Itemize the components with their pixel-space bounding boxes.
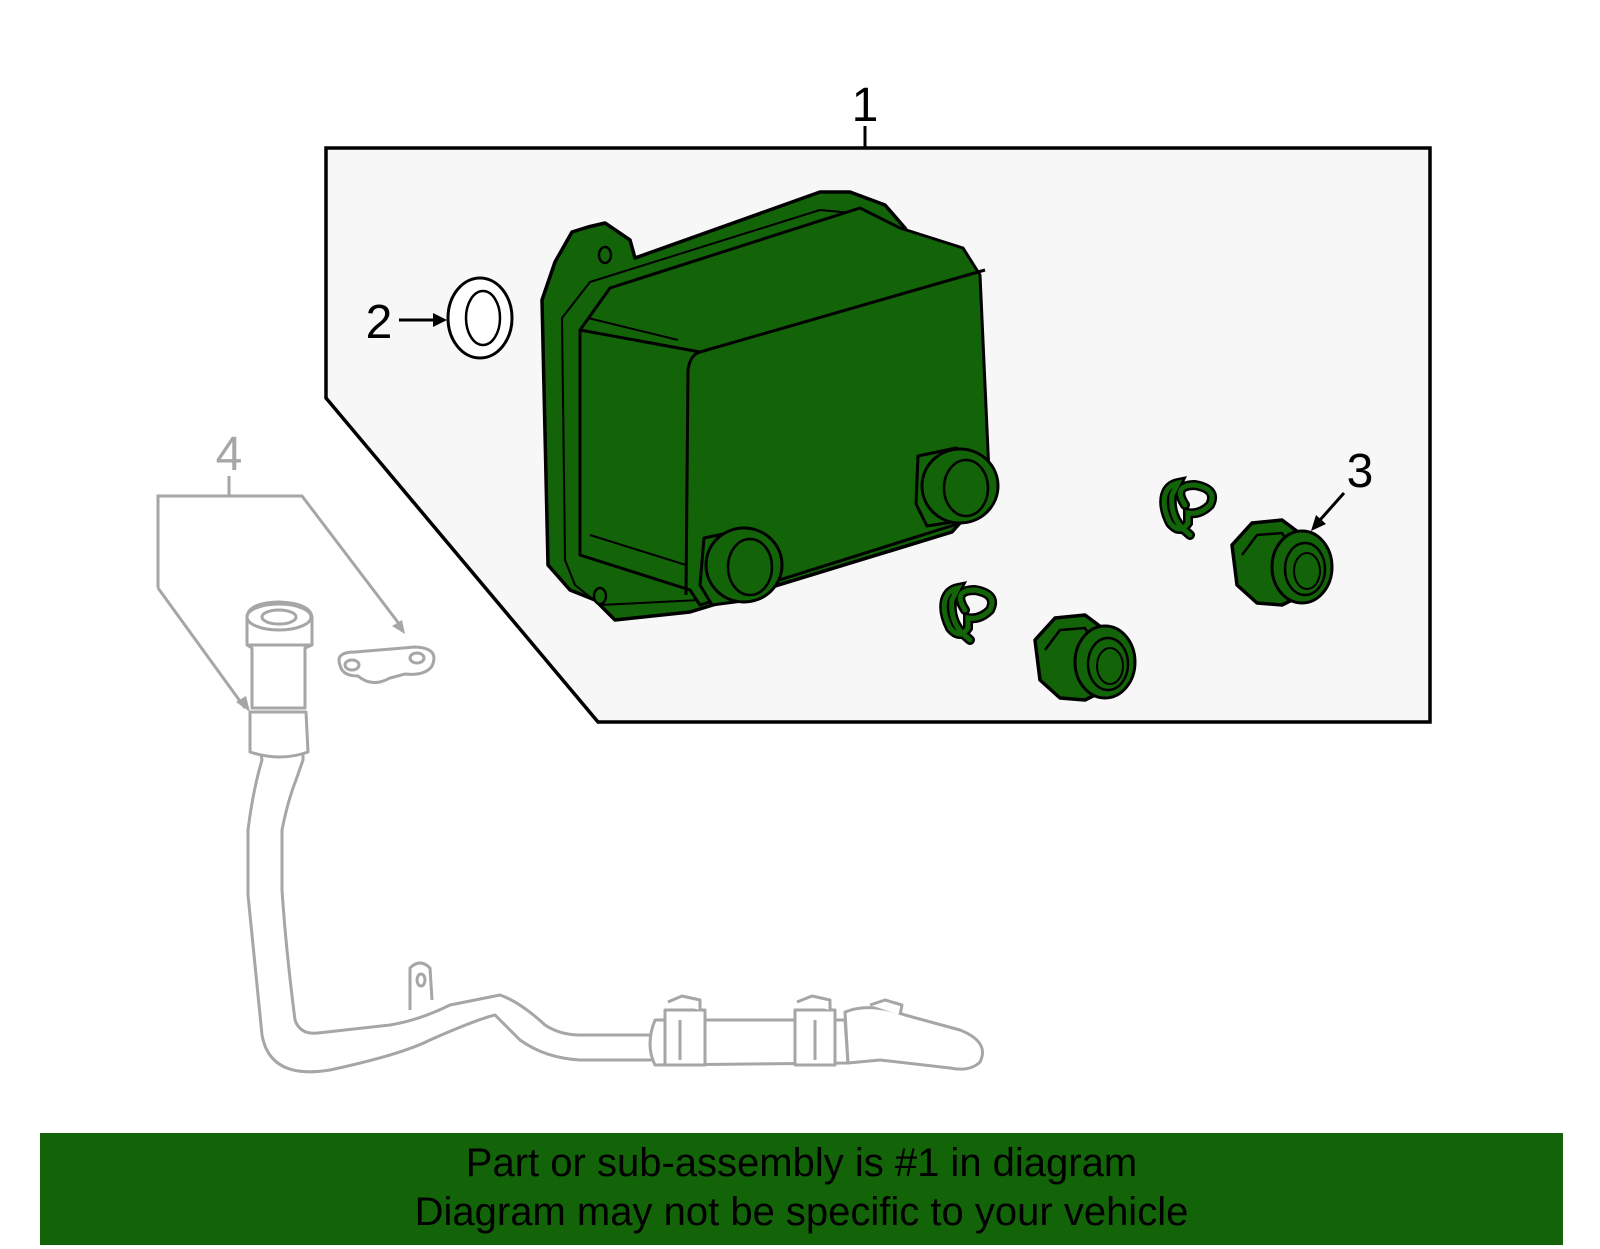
callout-3-label: 3	[1347, 445, 1374, 498]
banner-line-2: Diagram may not be specific to your vehi…	[414, 1190, 1189, 1234]
flange-gasket-part	[337, 645, 436, 684]
retaining-clip-right-fill	[1161, 479, 1215, 538]
callout-3-arrow	[1311, 492, 1346, 531]
callout-4-arrow-pipe	[236, 696, 250, 712]
oil-cooler-line-part	[245, 600, 984, 1074]
oil-cooler-part	[540, 190, 1000, 622]
retaining-clip-left-fill	[941, 584, 995, 643]
callout-2-label: 2	[366, 296, 393, 349]
seal-ring-part	[446, 276, 514, 360]
info-banner: Part or sub-assembly is #1 in diagram Di…	[40, 1133, 1563, 1245]
banner-line-1: Part or sub-assembly is #1 in diagram	[465, 1141, 1138, 1185]
callout-4-label: 4	[216, 428, 243, 481]
connector-fitting-left	[1033, 613, 1137, 702]
callout-4-arrow-gasket	[392, 620, 405, 634]
callout-4-bracket	[156, 476, 402, 709]
connector-fitting-right	[1230, 518, 1334, 607]
callout-2-arrow	[399, 313, 447, 327]
callout-1-label: 1	[852, 79, 879, 132]
